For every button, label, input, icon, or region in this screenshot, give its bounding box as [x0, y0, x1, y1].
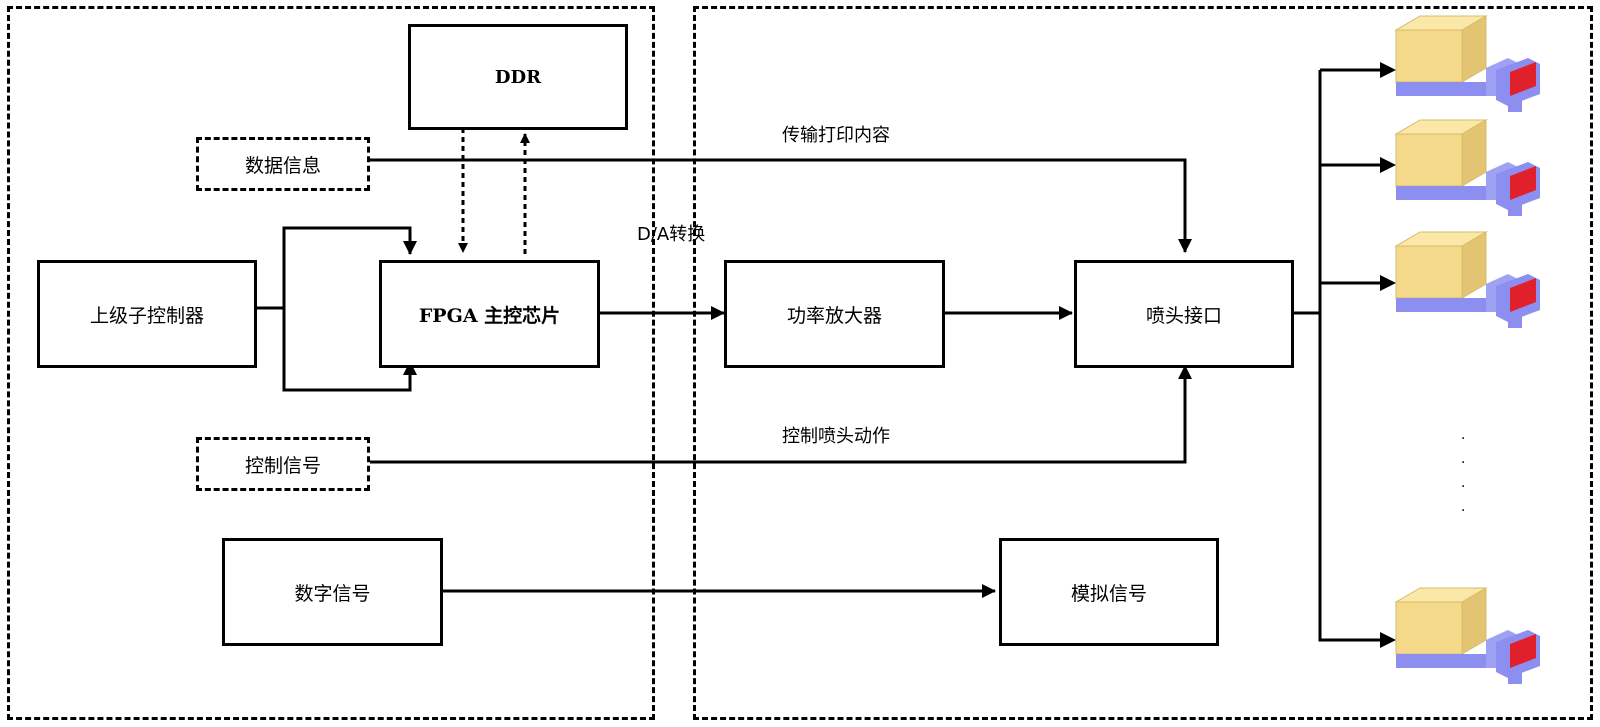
- line-upper-to-fpga-top: [252, 226, 417, 310]
- ellipsis-dot: .: [1461, 427, 1466, 443]
- printhead-icon: [1394, 15, 1540, 112]
- control-nozzle-label: 控制喷头动作: [782, 426, 890, 447]
- fpga-region: [7, 6, 655, 720]
- line-data-to-nozzle: [364, 158, 1192, 253]
- line-nozzle-fanout: [1294, 68, 1380, 642]
- ellipsis-dot: .: [1461, 451, 1466, 467]
- ddr-node: DDR: [408, 24, 628, 130]
- power-amp-node: 功率放大器: [724, 260, 945, 368]
- transfer-print-label: 传输打印内容: [782, 125, 890, 146]
- ellipsis-dot: .: [1461, 499, 1466, 515]
- line-control-to-nozzle: [364, 365, 1192, 464]
- nozzle-interface-node: 喷头接口: [1074, 260, 1294, 368]
- output-region: [693, 6, 1593, 720]
- fpga-label: FPGA 主控芯片: [418, 304, 561, 327]
- digital-signal-node: 数字信号: [222, 538, 443, 646]
- printhead-icon: [1394, 231, 1540, 328]
- printhead-icon: [1394, 119, 1540, 216]
- ellipsis-dot: .: [1461, 475, 1466, 491]
- data-info-node: 数据信息: [196, 137, 370, 191]
- analog-signal-node: 模拟信号: [999, 538, 1219, 646]
- control-signal-node: 控制信号: [196, 437, 370, 491]
- upper-controller-node: 上级子控制器: [37, 260, 257, 368]
- line-upper-to-fpga-bottom: [282, 308, 417, 392]
- fpga-node: FPGA 主控芯片: [379, 260, 600, 368]
- printhead-icon: [1394, 587, 1540, 684]
- da-convert-label: D/A转换: [637, 224, 706, 245]
